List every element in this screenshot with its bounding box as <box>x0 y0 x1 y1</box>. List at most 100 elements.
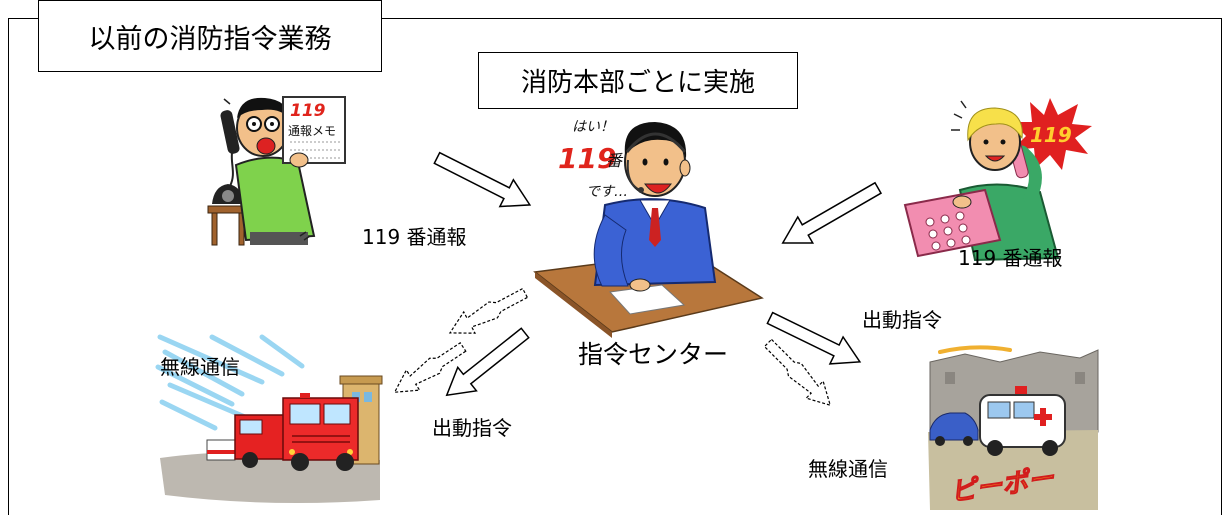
dispatch-center-label: 指令センター <box>578 340 729 369</box>
pink-phone <box>903 188 1002 258</box>
dispatch-arrow-right <box>766 311 862 365</box>
caller-right-illustration: 119 <box>903 98 1092 262</box>
alarm-starburst <box>1012 98 1092 170</box>
eye <box>252 122 256 126</box>
streak <box>157 334 265 385</box>
ambulance-window <box>987 401 1011 419</box>
speech-counter: 番 <box>606 151 624 170</box>
dialing-hand <box>952 195 972 209</box>
blue-car <box>929 412 979 441</box>
phone-buttons <box>925 211 971 251</box>
radio-label-right: 無線通信 <box>808 457 888 481</box>
suit-arm <box>593 214 629 287</box>
outer-frame <box>8 18 1222 515</box>
red-cross-horizontal <box>1034 414 1052 420</box>
phone-receiver <box>220 110 240 154</box>
table-leg <box>211 212 218 246</box>
worry-lines <box>951 100 967 131</box>
shake-lines <box>299 231 311 241</box>
diagram-title: 以前の消防指令業務 <box>38 0 382 72</box>
headlight <box>289 449 295 455</box>
scope-label: 消防本部ごとに実施 <box>478 52 798 109</box>
desk-edge <box>535 272 612 338</box>
tower-window <box>364 392 372 402</box>
building-window <box>1075 372 1085 384</box>
truck-windshield <box>323 403 351 425</box>
operator-ear <box>679 159 691 177</box>
operator-speech: はい！ 119 番 です… <box>558 119 628 200</box>
radio-arrow-right <box>763 338 832 407</box>
memo-number: 119 <box>290 101 326 121</box>
phone-button <box>928 229 938 239</box>
motion-streaks <box>155 334 305 431</box>
eye <box>642 158 648 166</box>
streak <box>167 382 255 423</box>
trousers <box>250 232 308 245</box>
ambulance-window <box>1013 401 1035 419</box>
road <box>160 451 380 504</box>
phone-button <box>925 217 935 227</box>
truck-siren-light <box>300 393 310 398</box>
dispatch-order-label-left: 出動指令 <box>432 416 512 440</box>
wheel <box>242 452 258 468</box>
operator-mouth <box>644 183 672 194</box>
call-arrow-right <box>781 181 883 244</box>
memo-sheet <box>282 96 346 164</box>
siren-wave <box>938 345 1012 354</box>
fire-trucks-illustration <box>155 334 383 504</box>
wheel <box>935 436 945 446</box>
streak <box>162 349 245 397</box>
starburst-number: 119 <box>1030 123 1072 147</box>
truck-windshield <box>289 403 321 425</box>
phone-button <box>940 214 950 224</box>
hand <box>289 152 309 168</box>
phone-button <box>958 223 968 233</box>
ambulance-illustration: ピーポー <box>928 345 1099 510</box>
green-shirt <box>234 156 316 242</box>
headlight <box>347 449 353 455</box>
operator-hand <box>629 278 651 292</box>
radio-arrows <box>393 287 832 407</box>
phone-button <box>955 211 965 221</box>
speech-greeting: はい！ <box>572 119 614 135</box>
eye <box>270 122 274 126</box>
ambulance-siren-light <box>1015 386 1027 395</box>
call-label-right: 119 番通報 <box>958 246 1063 270</box>
call-label-left: 119 番通報 <box>362 225 467 249</box>
operator-hair <box>624 122 687 158</box>
dispatch-order-label-right: 出動指令 <box>862 308 942 332</box>
operator-illustration: はい！ 119 番 です… <box>533 119 764 338</box>
streak <box>209 334 285 377</box>
flow-arrows <box>433 151 883 397</box>
streak <box>259 334 305 369</box>
wheel <box>291 453 309 471</box>
raised-arm <box>1015 145 1042 205</box>
caller-left-body <box>234 156 316 245</box>
caller-right-mouth <box>984 155 1006 162</box>
caller-left-illustration: 119 通報メモ <box>207 96 346 246</box>
phone-button <box>961 235 971 245</box>
wheel <box>336 453 354 471</box>
mic-tip <box>638 187 644 193</box>
eye <box>1000 139 1006 145</box>
speech-ending: です… <box>586 184 628 200</box>
necktie <box>649 208 661 247</box>
dispatch-arrow-left <box>445 327 530 397</box>
streak <box>159 399 218 431</box>
headset-band <box>625 132 687 153</box>
phone-dial <box>222 190 234 202</box>
caller-left-head <box>223 97 303 157</box>
memo-pad: 119 通報メモ <box>282 96 346 164</box>
vehicle-stripe <box>207 450 235 454</box>
wheel <box>987 440 1003 456</box>
wheel <box>963 436 973 446</box>
eye <box>983 139 989 145</box>
eye <box>663 158 669 166</box>
memo-title: 通報メモ <box>288 124 336 138</box>
phone-button <box>931 241 941 251</box>
phone-button <box>946 238 956 248</box>
tower-top <box>339 375 383 385</box>
radio-label-left: 無線通信 <box>160 355 240 379</box>
